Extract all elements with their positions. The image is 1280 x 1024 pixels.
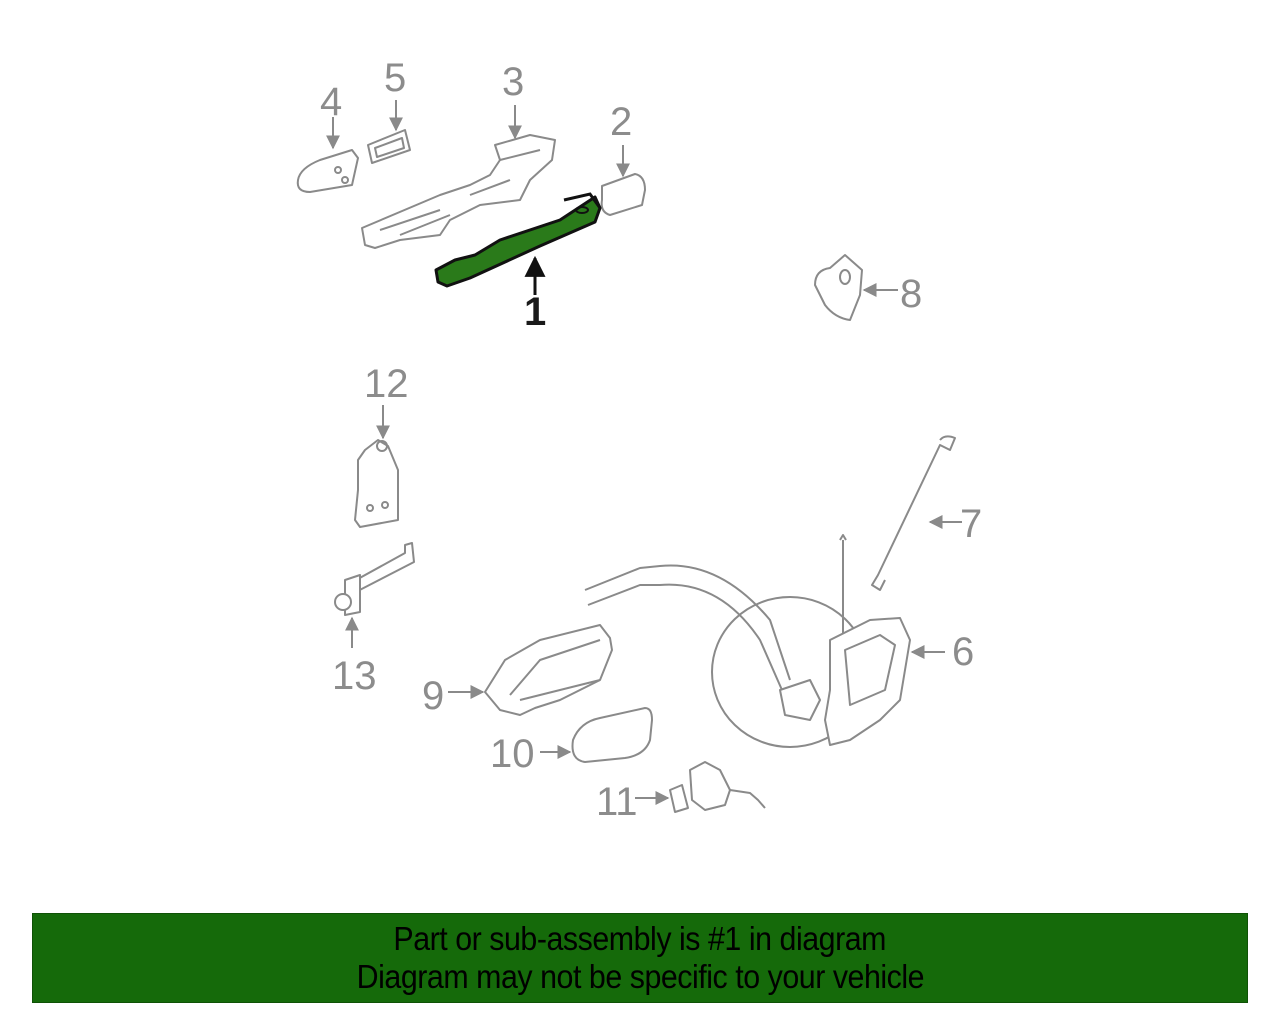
part-11-actuator[interactable] xyxy=(635,761,766,813)
callout-6: 6 xyxy=(952,630,975,674)
callout-8: 8 xyxy=(900,272,923,316)
callout-10: 10 xyxy=(490,732,535,776)
part-13-check-pin[interactable] xyxy=(334,542,415,648)
callout-4: 4 xyxy=(320,80,343,124)
part-12-bracket[interactable] xyxy=(354,405,399,528)
part-2-cap[interactable] xyxy=(600,145,646,216)
callout-7: 7 xyxy=(960,502,983,546)
callout-12: 12 xyxy=(364,362,409,406)
part-6-latch[interactable] xyxy=(584,534,945,748)
callout-1: 1 xyxy=(524,290,547,334)
callout-3: 3 xyxy=(502,60,525,104)
parts-diagram xyxy=(296,100,962,813)
part-1-outer-handle[interactable] xyxy=(434,192,602,295)
callout-2: 2 xyxy=(610,100,633,144)
banner-line-part-number: Part or sub-assembly is #1 in diagram xyxy=(393,920,887,957)
part-8-striker[interactable] xyxy=(814,254,898,321)
banner-line-disclaimer: Diagram may not be specific to your vehi… xyxy=(356,958,924,995)
part-4-bezel[interactable] xyxy=(296,117,359,193)
callout-13: 13 xyxy=(332,654,377,698)
part-9-inner-handle[interactable] xyxy=(448,624,613,716)
part-10-escutcheon[interactable] xyxy=(540,707,653,763)
callout-5: 5 xyxy=(384,56,407,100)
callout-9: 9 xyxy=(422,674,445,718)
callout-11: 11 xyxy=(596,780,638,824)
part-5-gasket[interactable] xyxy=(367,100,411,164)
info-banner: Part or sub-assembly is #1 in diagram Di… xyxy=(32,913,1248,1003)
part-3-frame[interactable] xyxy=(361,105,556,249)
part-7-rod[interactable] xyxy=(871,435,962,591)
